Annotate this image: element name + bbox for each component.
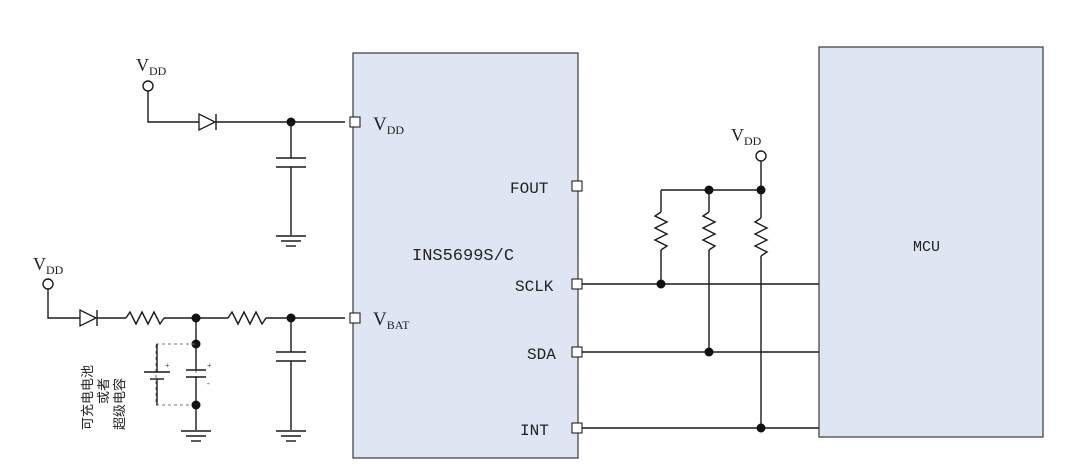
pin-sclk bbox=[571, 278, 583, 290]
svg-text:+: + bbox=[207, 361, 212, 370]
mcu-chip-label: MCU bbox=[913, 239, 940, 256]
mcu-chip bbox=[818, 46, 1044, 438]
svg-text:VDD: VDD bbox=[136, 55, 167, 78]
svg-text:VDD: VDD bbox=[731, 125, 762, 148]
pin-fout bbox=[571, 180, 583, 192]
svg-text:可充电电池: 可充电电池 bbox=[80, 365, 95, 430]
pullup-resistor-sda bbox=[701, 190, 717, 352]
junction-dot bbox=[656, 279, 666, 289]
pin-sclk-label: SCLK bbox=[515, 278, 554, 296]
diode-left bbox=[79, 308, 98, 328]
resistor bbox=[125, 310, 165, 326]
vdd-supply-pullup: VDD bbox=[731, 125, 767, 162]
junction-dot bbox=[704, 347, 714, 357]
pin-int-label: INT bbox=[520, 422, 549, 440]
vdd-supply-left: VDD bbox=[33, 254, 80, 319]
decoupling-capacitor-vbat bbox=[276, 318, 306, 442]
pin-sda bbox=[571, 346, 583, 358]
pin-int bbox=[571, 422, 583, 434]
rtc-chip-label: INS5699S/C bbox=[412, 247, 514, 266]
junction-dot bbox=[756, 423, 766, 433]
pin-fout-label: FOUT bbox=[510, 180, 548, 198]
pin-vbat bbox=[349, 312, 361, 324]
pullup-resistor-sclk bbox=[653, 190, 669, 284]
svg-text:或者: 或者 bbox=[96, 378, 111, 404]
svg-text:+: + bbox=[165, 361, 170, 370]
battery-note: 可充电电池 或者 超级电容 bbox=[80, 365, 127, 430]
pin-sda-label: SDA bbox=[527, 346, 556, 364]
pin-vdd bbox=[349, 116, 361, 128]
svg-text:超级电容: 超级电容 bbox=[112, 378, 127, 430]
vdd-supply-top: VDD bbox=[136, 55, 199, 123]
pin-vbat-label: VBAT bbox=[373, 309, 410, 332]
resistor bbox=[227, 310, 267, 326]
svg-text:-: - bbox=[207, 379, 210, 388]
pin-vdd-label: VDD bbox=[373, 114, 404, 137]
decoupling-capacitor-top bbox=[276, 122, 306, 235]
diode-top bbox=[198, 112, 217, 132]
ground-symbol bbox=[276, 235, 306, 247]
pullup-resistor-int bbox=[753, 190, 769, 428]
backup-battery-branch: + + - bbox=[144, 318, 212, 442]
svg-text:VDD: VDD bbox=[33, 254, 64, 277]
rtc-chip bbox=[352, 52, 579, 459]
